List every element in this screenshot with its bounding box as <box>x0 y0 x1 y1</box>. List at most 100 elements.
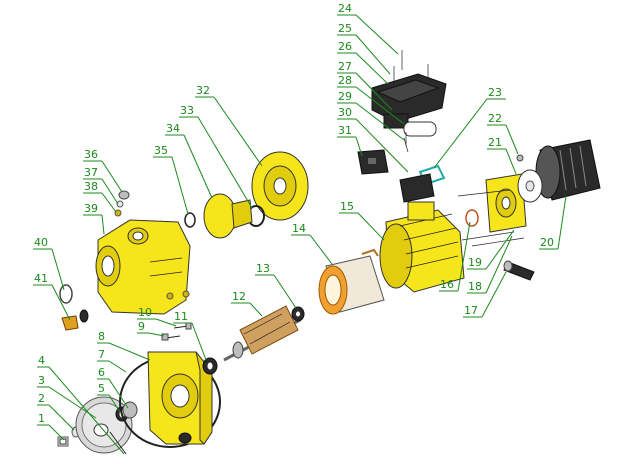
callout-number: 8 <box>98 330 105 343</box>
callout-leader <box>101 178 119 205</box>
part-36-plug <box>118 190 130 200</box>
callout-leader <box>48 366 125 455</box>
callout-leader <box>213 96 263 167</box>
callout-10: 10 <box>137 306 177 327</box>
callout-leader <box>433 98 488 169</box>
callout-number: 14 <box>292 222 306 235</box>
callout-leader <box>148 332 165 337</box>
callout-number: 22 <box>488 112 502 125</box>
callout-number: 10 <box>138 306 152 319</box>
part-30-box-base <box>399 173 435 203</box>
part-15-motor-housing <box>379 201 465 293</box>
part-21-fan <box>517 169 543 203</box>
callout-29: 29 <box>337 90 405 141</box>
callout-24: 24 <box>337 2 399 55</box>
callout-number: 24 <box>338 2 352 15</box>
callout-11: 11 <box>173 310 207 361</box>
callout-number: 31 <box>338 124 352 137</box>
callout-number: 21 <box>488 136 502 149</box>
callout-leader <box>355 86 405 125</box>
part-28-capacitor <box>403 121 437 146</box>
part-29-wire <box>403 137 409 153</box>
part-11-bearing <box>202 357 218 375</box>
callout-31: 31 <box>337 124 363 157</box>
callout-leader <box>273 274 297 309</box>
callout-36: 36 <box>83 148 123 193</box>
part-25-box-lid <box>371 73 447 123</box>
callout-33: 33 <box>179 104 253 209</box>
callout-leader <box>51 248 65 291</box>
callout-number: 35 <box>154 144 168 157</box>
callout-37: 37 <box>83 166 119 205</box>
callout-6: 6 <box>97 366 129 409</box>
callout-leader <box>355 14 399 55</box>
callout-number: 36 <box>84 148 98 161</box>
callout-number: 39 <box>84 202 98 215</box>
part-27-terminal <box>383 113 409 129</box>
callout-number: 5 <box>98 382 105 395</box>
callout-leader <box>108 360 127 373</box>
part-3-fan-disc <box>75 396 133 454</box>
callout-16: 16 <box>439 221 471 292</box>
callout-25: 25 <box>337 22 391 75</box>
callout-35: 35 <box>153 144 189 215</box>
callout-leader <box>557 195 567 250</box>
callout-leader <box>505 148 517 175</box>
callout-leader <box>183 134 213 199</box>
callout-number: 11 <box>174 310 188 323</box>
part-16-o-ring <box>465 209 479 227</box>
part-10-screw <box>173 322 192 330</box>
callout-26: 26 <box>337 40 389 85</box>
callout-30: 30 <box>337 106 409 173</box>
callout-number: 1 <box>38 412 45 425</box>
callout-20: 20 <box>539 195 567 250</box>
callout-number: 13 <box>256 262 270 275</box>
part-1-nut <box>57 436 69 447</box>
callout-number: 32 <box>196 84 210 97</box>
callout-number: 20 <box>540 236 554 249</box>
callout-19: 19 <box>467 229 515 270</box>
callout-38: 38 <box>83 180 117 213</box>
callout-leader <box>355 136 363 157</box>
callout-leader <box>171 156 189 215</box>
callout-15: 15 <box>339 200 385 241</box>
callout-number: 37 <box>84 166 98 179</box>
callout-leader <box>485 229 515 270</box>
callout-9: 9 <box>137 320 165 337</box>
callout-leader <box>309 234 333 265</box>
part-13-bearing <box>291 306 305 322</box>
callout-40: 40 <box>33 236 65 291</box>
part-17-cable-gland <box>503 260 535 281</box>
part-19-tie-rods <box>457 189 525 247</box>
callout-number: 33 <box>180 104 194 117</box>
callout-21: 21 <box>487 136 517 175</box>
callout-18: 18 <box>467 235 513 294</box>
callout-number: 18 <box>468 280 482 293</box>
part-40-o-ring <box>59 284 89 323</box>
callout-leader <box>48 424 65 441</box>
part-20-fan-cover <box>535 139 601 201</box>
part-37-washer <box>116 200 124 208</box>
part-39-pump-body <box>95 219 191 315</box>
callout-leader <box>481 271 507 318</box>
part-31-switch <box>357 149 389 175</box>
part-4-shaft-line <box>109 431 127 455</box>
callout-17: 17 <box>463 271 507 318</box>
part-35-o-ring <box>184 212 196 228</box>
callout-number: 15 <box>340 200 354 213</box>
callout-leader <box>355 102 405 141</box>
part-18-rear-cover <box>485 173 527 233</box>
callout-number: 28 <box>338 74 352 87</box>
callout-number: 9 <box>138 320 145 333</box>
callout-leader <box>191 322 207 361</box>
callout-8: 8 <box>97 330 151 361</box>
part-32-diffuser <box>251 151 309 221</box>
callout-2: 2 <box>37 392 75 431</box>
callout-number: 34 <box>166 122 180 135</box>
callout-number: 25 <box>338 22 352 35</box>
part-41-drain-plug <box>61 315 79 331</box>
callout-23: 23 <box>433 86 506 169</box>
callout-leader <box>357 212 385 241</box>
callout-leader <box>108 342 151 361</box>
